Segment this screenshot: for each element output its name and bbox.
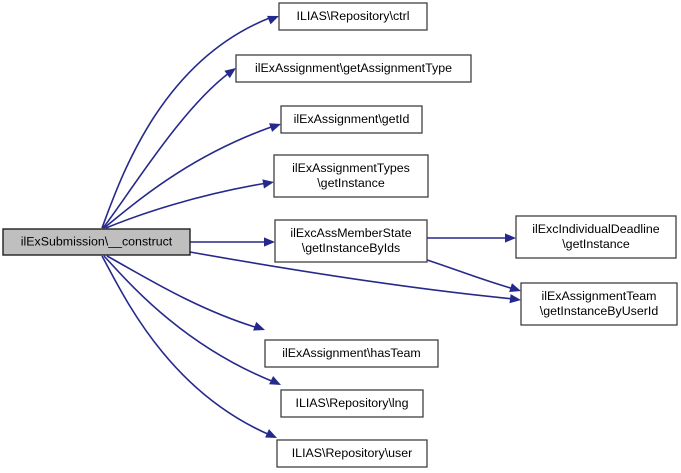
node-label: ilExcIndividualDeadline [532, 222, 660, 236]
edge-root-to-hasTeam [106, 255, 265, 331]
edge-root-to-getAssignmentType [102, 68, 236, 229]
node-label: ILIAS\Repository\ctrl [297, 9, 410, 23]
edge-memberStateGetInstanceByIds-to-individualDeadlineGetInstance [427, 233, 516, 243]
edge-root-to-getId [103, 123, 281, 229]
arrow-head-icon [265, 429, 277, 438]
node-box[interactable] [276, 439, 428, 468]
node-label: \getInstanceByUserId [540, 304, 659, 318]
node-label: ILIAS\Repository\lng [296, 396, 409, 410]
edge-line [103, 255, 275, 383]
node-individualDeadlineGetInstance[interactable]: ilExcIndividualDeadline\getInstance [515, 215, 677, 259]
edge-root-to-lng [103, 255, 281, 385]
node-label: ilExAssignment\getId [294, 112, 410, 126]
edge-line [426, 259, 515, 290]
nodes-layer: ilExSubmission\__constructILIAS\Reposito… [2, 2, 678, 468]
node-label: ilExcAssMemberState [290, 226, 411, 240]
node-label: ilExSubmission\__construct [21, 234, 173, 248]
arrow-head-icon [267, 15, 279, 25]
edge-line [189, 251, 515, 300]
node-box[interactable] [2, 228, 191, 256]
edge-line [105, 182, 268, 229]
arrow-head-icon [509, 283, 521, 292]
edge-line [103, 125, 275, 229]
edges-layer [101, 15, 521, 438]
node-label: \getInstanceByIds [302, 241, 401, 255]
node-box[interactable] [278, 2, 428, 31]
node-box[interactable] [273, 154, 429, 198]
arrow-head-icon [505, 233, 516, 243]
arrow-head-icon [262, 179, 274, 189]
node-memberStateGetInstanceByIds[interactable]: ilExcAssMemberState\getInstanceByIds [274, 219, 428, 263]
node-box[interactable] [520, 282, 678, 326]
arrow-head-icon [224, 68, 236, 79]
node-box[interactable] [264, 339, 439, 368]
edge-line [101, 255, 271, 436]
edge-line [101, 16, 273, 229]
node-getId[interactable]: ilExAssignment\getId [280, 105, 423, 134]
arrow-head-icon [269, 123, 281, 132]
node-label: ilExAssignment\hasTeam [282, 346, 420, 360]
arrow-head-icon [253, 321, 265, 331]
edge-memberStateGetInstanceByIds-to-assignmentTeamGetInstanceByUserId [426, 259, 521, 292]
edge-line [102, 72, 230, 229]
edge-root-to-memberStateGetInstanceByIds [190, 237, 275, 247]
node-user[interactable]: ILIAS\Repository\user [276, 439, 428, 468]
arrow-head-icon [269, 376, 281, 385]
edge-line [106, 255, 259, 329]
node-getAssignmentType[interactable]: ilExAssignment\getAssignmentType [235, 54, 472, 83]
edge-root-to-user [101, 255, 277, 438]
node-label: ilExAssignmentTeam [542, 289, 657, 303]
node-box[interactable] [235, 54, 472, 83]
edge-root-to-ctrl [101, 15, 279, 229]
node-box[interactable] [280, 105, 423, 134]
arrow-head-icon [509, 294, 521, 304]
node-box[interactable] [280, 389, 424, 418]
node-assignmentTeamGetInstanceByUserId[interactable]: ilExAssignmentTeam\getInstanceByUserId [520, 282, 678, 326]
node-ctrl[interactable]: ILIAS\Repository\ctrl [278, 2, 428, 31]
node-label: \getInstance [562, 237, 630, 251]
node-label: ILIAS\Repository\user [292, 446, 413, 460]
node-label: ilExAssignmentTypes [292, 161, 410, 175]
node-lng[interactable]: ILIAS\Repository\lng [280, 389, 424, 418]
node-box[interactable] [515, 215, 677, 259]
edge-root-to-assignmentTeamGetInstanceByUserId [189, 251, 521, 304]
arrow-head-icon [264, 237, 275, 247]
node-label: ilExAssignment\getAssignmentType [255, 61, 452, 75]
node-assignmentTypesGetInstance[interactable]: ilExAssignmentTypes\getInstance [273, 154, 429, 198]
node-label: \getInstance [317, 176, 385, 190]
edge-root-to-assignmentTypesGetInstance [105, 179, 274, 229]
node-box[interactable] [274, 219, 428, 263]
node-hasTeam[interactable]: ilExAssignment\hasTeam [264, 339, 439, 368]
node-root[interactable]: ilExSubmission\__construct [2, 228, 191, 256]
